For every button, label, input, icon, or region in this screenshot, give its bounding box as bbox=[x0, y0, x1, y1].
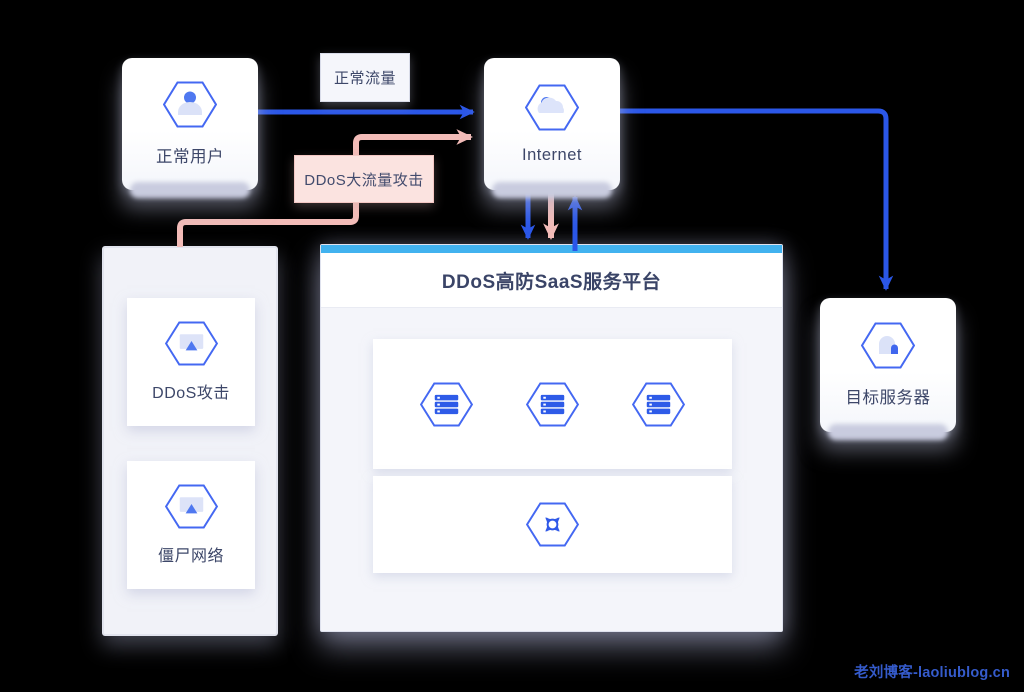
card-ddos-attack: DDoS攻击 bbox=[127, 298, 255, 426]
traffic-distribution-card bbox=[373, 476, 732, 573]
platform-title: DDoS高防SaaS服务平台 bbox=[441, 271, 662, 293]
watermark-text: 老刘博客-laoliublog.cn bbox=[854, 665, 1010, 681]
botnet-label: 僵尸网络 bbox=[157, 548, 224, 565]
internet-cloud-icon bbox=[525, 84, 579, 130]
target-server-label: 目标服务器 bbox=[845, 389, 931, 407]
node-target-server: 目标服务器 bbox=[820, 298, 956, 432]
attack-sources-panel: DDoS攻击 僵尸网络 bbox=[102, 246, 278, 636]
normal-user-label: 正常用户 bbox=[156, 148, 224, 166]
botnet-icon bbox=[164, 484, 218, 529]
scrubbing-servers-card bbox=[373, 339, 732, 469]
traffic-distribution-icon bbox=[526, 502, 579, 547]
card-botnet: 僵尸网络 bbox=[127, 461, 255, 589]
normal-traffic-label: 正常流量 bbox=[320, 53, 410, 102]
platform-header: DDoS高防SaaS服务平台 bbox=[321, 253, 782, 308]
node-normal-user: 正常用户 bbox=[122, 58, 258, 190]
ddos-attack-traffic-label: DDoS大流量攻击 bbox=[294, 155, 434, 203]
platform-topbar bbox=[321, 245, 782, 253]
server-node-icon bbox=[420, 381, 473, 427]
server-node-icon bbox=[526, 381, 579, 427]
ddos-attack-icon bbox=[164, 321, 218, 366]
ddos-attack-label: DDoS攻击 bbox=[152, 385, 230, 402]
server-node-icon bbox=[632, 381, 685, 427]
target-server-icon bbox=[861, 322, 915, 369]
saas-platform-panel: DDoS高防SaaS服务平台 bbox=[320, 244, 783, 632]
node-internet: Internet bbox=[484, 58, 620, 190]
internet-label: Internet bbox=[522, 145, 582, 164]
user-icon bbox=[163, 81, 217, 128]
